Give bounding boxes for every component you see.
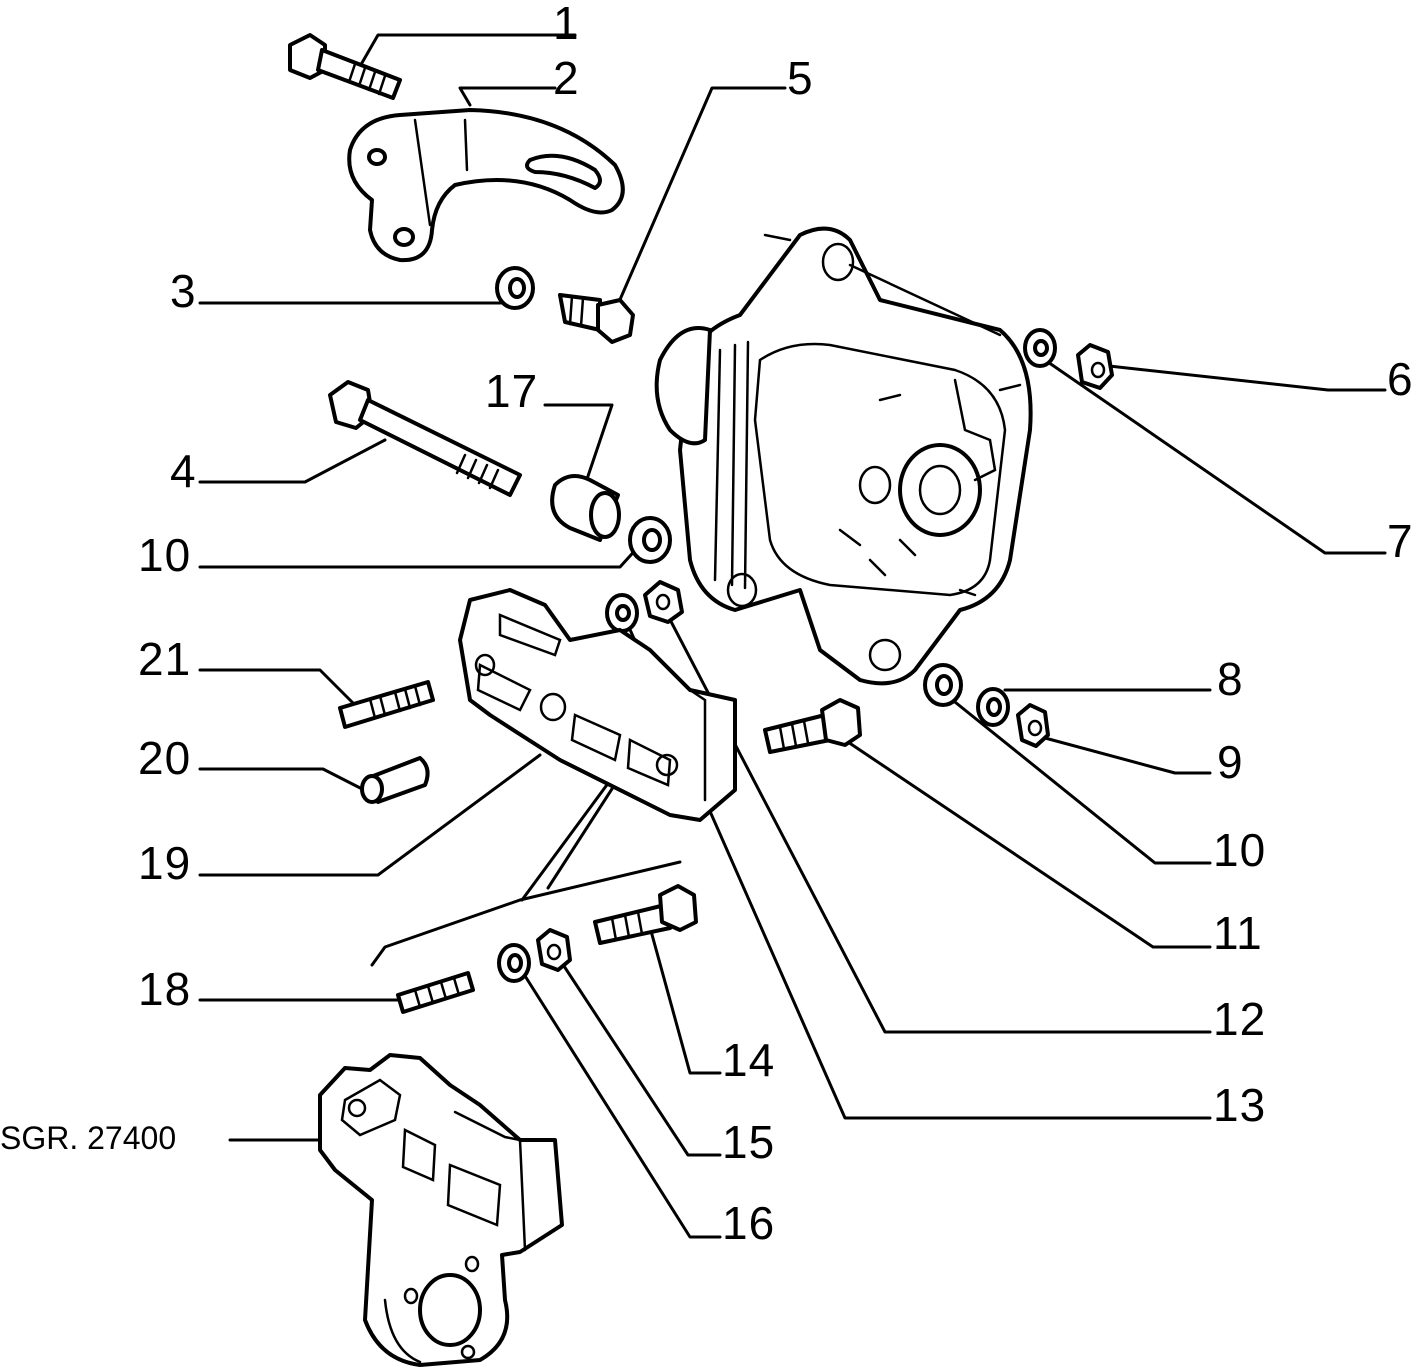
callout-13: 13 xyxy=(1213,1079,1267,1131)
part-18-stud xyxy=(396,971,475,1014)
leader-2 xyxy=(458,86,557,107)
part-11-bolt xyxy=(763,698,862,754)
callout-4: 4 xyxy=(170,445,197,497)
leader-5 xyxy=(610,86,787,320)
part-12-nut xyxy=(643,580,684,624)
callout-7: 7 xyxy=(1387,515,1414,567)
callout-10-upper: 10 xyxy=(138,529,192,581)
part-17-bushing xyxy=(550,474,621,542)
callout-5: 5 xyxy=(787,52,814,104)
part-14-bolt xyxy=(593,884,698,945)
callout-9: 9 xyxy=(1217,736,1244,788)
leader-12 xyxy=(663,608,1212,1034)
callout-17: 17 xyxy=(485,365,539,417)
callout-12: 12 xyxy=(1213,993,1267,1045)
callout-1: 1 xyxy=(553,0,580,49)
engine-support-sgr xyxy=(318,1053,564,1367)
callout-3: 3 xyxy=(170,265,197,317)
callout-19: 19 xyxy=(138,837,192,889)
part-21-stud xyxy=(338,680,435,729)
callout-15: 15 xyxy=(722,1116,776,1168)
callout-16: 16 xyxy=(722,1197,776,1249)
part-7-washer xyxy=(1023,328,1057,368)
leader-21 xyxy=(198,668,357,707)
leader-18-bracket xyxy=(370,860,682,967)
part-3-washer xyxy=(495,266,535,310)
leader-10a xyxy=(198,543,642,569)
callout-10-lower: 10 xyxy=(1213,824,1267,876)
callout-2: 2 xyxy=(553,52,580,104)
alternator xyxy=(654,226,1033,686)
leader-7 xyxy=(1043,358,1387,555)
callout-6: 6 xyxy=(1387,353,1414,405)
leader-14 xyxy=(646,918,722,1075)
part-8-washer xyxy=(976,687,1010,727)
part-19-support xyxy=(458,588,737,822)
part-9-nut xyxy=(1016,703,1050,748)
leader-17 xyxy=(543,403,614,487)
part-6-nut xyxy=(1076,343,1114,390)
leader-15 xyxy=(558,958,722,1157)
leader-1 xyxy=(353,33,577,77)
part-15-nut xyxy=(536,928,572,972)
callout-21: 21 xyxy=(138,633,192,685)
callout-14: 14 xyxy=(722,1034,776,1086)
leader-6 xyxy=(1098,363,1387,392)
leader-11 xyxy=(843,738,1212,949)
leader-9 xyxy=(1043,736,1212,775)
part-4-long-bolt xyxy=(328,380,522,497)
leader-16 xyxy=(518,966,722,1239)
part-20-sleeve xyxy=(360,756,430,804)
callout-11: 11 xyxy=(1213,907,1263,959)
leader-10b xyxy=(948,696,1212,865)
part-10-washer-lower xyxy=(923,663,963,707)
part-13-washer xyxy=(605,593,639,633)
part-2-bracket xyxy=(347,108,625,263)
part-10-washer-upper xyxy=(628,516,672,564)
part-5-bolt xyxy=(558,293,635,344)
leader-20 xyxy=(198,767,370,794)
leader-4 xyxy=(198,438,387,484)
part-16-washer xyxy=(497,943,531,983)
reference-label: SGR. 27400 xyxy=(0,1120,177,1156)
callout-20: 20 xyxy=(138,732,192,784)
leader-19 xyxy=(198,753,542,877)
part-1-bolt xyxy=(288,33,402,100)
callout-18: 18 xyxy=(138,963,192,1015)
callout-8: 8 xyxy=(1217,653,1244,705)
